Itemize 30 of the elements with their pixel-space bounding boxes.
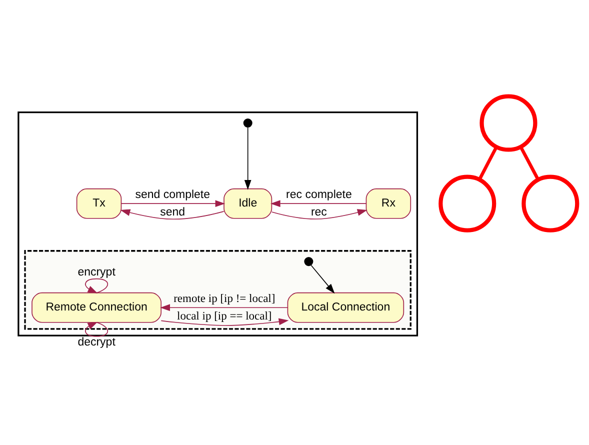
node-box: Remote Connection <box>32 292 162 323</box>
arrow <box>271 209 368 220</box>
node-box: Local Connection <box>287 292 404 323</box>
edge-label: rec <box>310 206 327 218</box>
arrow <box>120 200 226 208</box>
arrow <box>310 264 335 294</box>
node-box: Idle <box>224 188 272 219</box>
arrow <box>270 200 367 208</box>
arrow <box>120 209 224 220</box>
edge-label: encrypt <box>78 266 116 279</box>
edge-label: remote ip [ip != local] <box>174 293 276 306</box>
arrow <box>85 322 108 337</box>
edge-label: local ip [ip == local] <box>177 310 272 322</box>
edge-label: send <box>160 206 186 218</box>
node-circle <box>304 257 314 266</box>
arrow <box>85 278 108 294</box>
node-circle <box>480 94 538 152</box>
edge-label: send complete <box>135 189 210 201</box>
node-box: Tx <box>76 188 122 219</box>
arrow <box>244 126 252 190</box>
node-circle <box>522 174 580 232</box>
node-circle <box>243 118 252 128</box>
arrow <box>160 318 289 326</box>
node-box: Rx <box>366 188 412 219</box>
connector <box>478 146 498 180</box>
connector <box>519 146 540 180</box>
edge-label: rec complete <box>286 189 352 201</box>
arrow <box>160 304 288 312</box>
node-circle <box>438 174 496 232</box>
edge-label: decrypt <box>78 336 116 349</box>
